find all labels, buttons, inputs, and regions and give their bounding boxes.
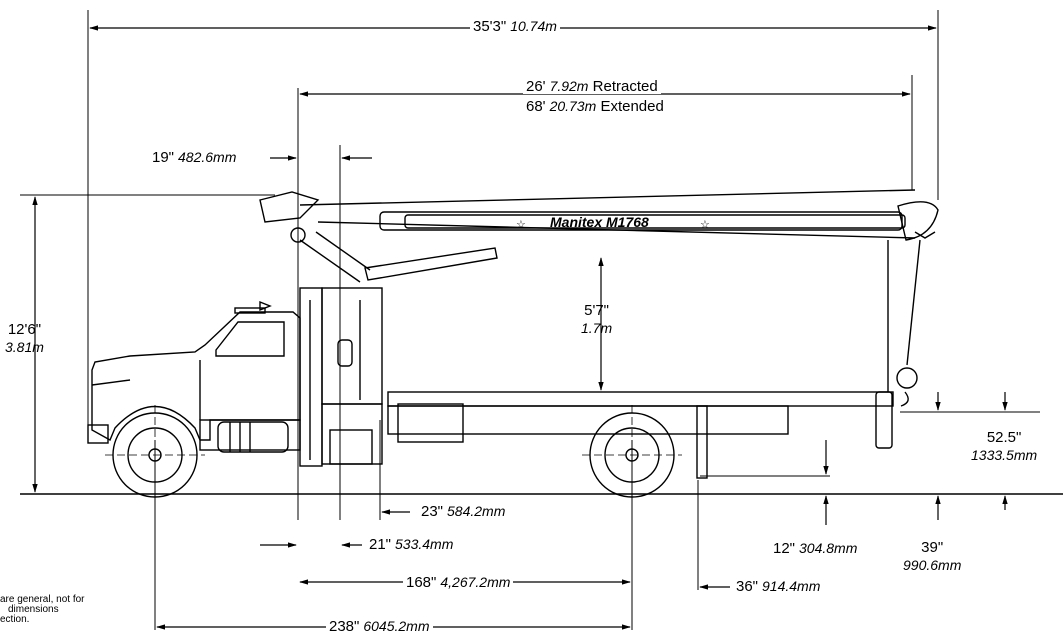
deck-height-metric: 1333.5mm [971, 447, 1038, 463]
outrigger-clearance-imperial: 12" [773, 540, 796, 557]
deck-height-imperial: 52.5" [986, 429, 1022, 446]
wheelbase-label: 238"6045.2mm [326, 619, 433, 634]
dimension-lines [32, 25, 1008, 630]
outrigger [696, 405, 708, 479]
boom-extended-state: Extended [600, 98, 664, 115]
dim-23-label: 23"584.2mm [418, 503, 509, 520]
boom-offset-imperial: 19" [152, 149, 175, 166]
rear-height-metric: 990.6mm [903, 557, 962, 573]
boom-extended-metric: 20.73m [549, 98, 597, 114]
boom-retracted-label: 26'7.92m Retracted [523, 79, 661, 94]
rear-height-imperial: 39" [921, 539, 944, 556]
wheelbase-imperial: 238" [329, 618, 360, 635]
dim-168-metric: 4,267.2mm [440, 574, 511, 590]
extension-lines [20, 10, 1040, 630]
deck-height-label: 52.5" 1333.5mm [968, 430, 1040, 462]
rear-height-label: 39" 990.6mm [900, 540, 964, 572]
boom-logo: Manitex M1768 [550, 214, 649, 230]
outrigger-clearance-metric: 304.8mm [799, 540, 858, 556]
boom-retracted-imperial: 26' [526, 78, 546, 95]
note-line-2: dimensions [8, 604, 59, 615]
wheel-centerlines [105, 405, 682, 505]
chassis [199, 419, 301, 453]
dim-23-metric: 584.2mm [447, 503, 506, 519]
boom-offset-label: 19"482.6mm [149, 150, 239, 165]
dim-21-label: 21"533.4mm [366, 536, 457, 553]
boom-star-left: ☆ [516, 218, 526, 231]
outrigger-offset-imperial: 36" [736, 578, 759, 595]
overall-height-label: 12'6" 3.81m [2, 322, 47, 354]
boom-extended-imperial: 68' [526, 98, 546, 115]
outrigger-offset-metric: 914.4mm [762, 578, 821, 594]
dim-168-label: 168"4,267.2mm [403, 574, 514, 591]
boom-clearance-imperial: 5'7" [584, 302, 609, 319]
note-line-3: ection. [0, 614, 30, 625]
overall-height-metric: 3.81m [5, 339, 44, 355]
overall-length-metric: 10.74m [510, 18, 557, 34]
boom-extended-label: 68'20.73m Extended [523, 99, 667, 114]
fuel-tank [217, 421, 289, 453]
boom-retracted-metric: 7.92m [549, 78, 589, 94]
boom-retracted-state: Retracted [592, 78, 658, 95]
note-line-1: are general, not for [0, 594, 85, 605]
dim-168-imperial: 168" [406, 574, 437, 591]
flatbed [387, 391, 894, 479]
dim-21-imperial: 21" [369, 536, 392, 553]
boom-clearance-metric: 1.7m [581, 320, 613, 336]
boom-offset-metric: 482.6mm [178, 149, 237, 165]
overall-length-imperial: 35'3" [473, 18, 507, 35]
crane-pedestal [299, 287, 383, 467]
dim-21-metric: 533.4mm [395, 536, 454, 552]
crane-boom [259, 189, 939, 407]
outrigger-offset-label: 36"914.4mm [733, 578, 824, 595]
boom-star-right: ☆ [700, 218, 710, 231]
overall-height-imperial: 12'6" [7, 321, 42, 338]
cab-window [215, 321, 285, 357]
outrigger-clearance-label: 12"304.8mm [770, 540, 861, 557]
dim-23-imperial: 23" [421, 503, 444, 520]
disclaimer-note: are general, not for dimensions ection. [0, 595, 85, 625]
wheelbase-metric: 6045.2mm [363, 618, 430, 634]
overall-length-label: 35'3"10.74m [470, 19, 560, 34]
truck-cab [87, 300, 301, 444]
boom-clearance-label: 5'7" 1.7m [578, 303, 615, 335]
